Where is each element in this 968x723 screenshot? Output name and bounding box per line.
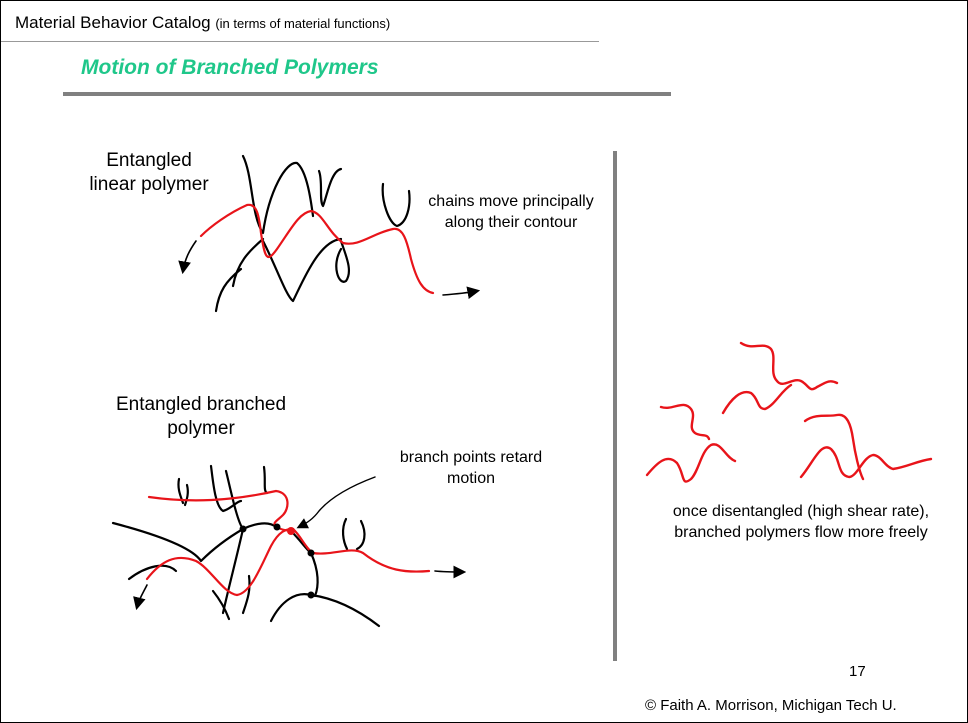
branched-red-chain (147, 529, 429, 595)
branch-pointer-line (299, 477, 375, 527)
branched-black-chain (291, 531, 318, 596)
branched-arrow-right (435, 571, 463, 572)
linear-black-chain (233, 239, 263, 286)
linear-black-chain (336, 241, 349, 282)
linear-black-chain (243, 156, 313, 233)
branched-black-chain (271, 594, 379, 626)
branch-point-dot (308, 592, 315, 599)
branched-polymer-label: Entangled branched polymer (81, 393, 321, 441)
linear-black-chain (263, 239, 341, 301)
linear-black-chain (383, 184, 410, 226)
free-polymer-top (741, 343, 837, 389)
linear-polymer-label: Entangled linear polymer (89, 149, 209, 197)
branch-point-dot (308, 550, 315, 557)
free-polymer-right-main (801, 447, 931, 477)
branched-black-chain (226, 471, 276, 529)
free-branched-polymers-figure (647, 343, 931, 482)
linear-black-chain (319, 169, 341, 206)
free-polymer-left (661, 405, 709, 439)
free-polymer-left-main (647, 444, 735, 481)
branched-black-chain (243, 576, 250, 613)
page-number: 17 (849, 663, 866, 680)
branch-point-dot (274, 524, 281, 531)
branch-point-dot (287, 527, 295, 535)
linear-polymer-figure (183, 156, 477, 311)
free-polymer-right (805, 415, 863, 479)
branched-black-chain (113, 523, 243, 561)
linear-polymer-note: chains move principally along their cont… (421, 191, 601, 233)
linear-arrow-left (183, 241, 196, 271)
free-polymer-top-branch (723, 385, 791, 413)
free-flow-note: once disentangled (high shear rate), bra… (661, 501, 941, 543)
branch-points-note: branch points retard motion (386, 447, 556, 489)
branched-black-chain (343, 519, 347, 549)
linear-arrow-right (443, 291, 477, 295)
copyright-notice: © Faith A. Morrison, Michigan Tech U. (645, 697, 897, 714)
linear-black-chain (216, 269, 241, 311)
branch-point-dot (240, 526, 247, 533)
branched-black-chain (357, 521, 364, 549)
branched-polymer-figure (113, 466, 463, 626)
linear-red-chain (201, 205, 433, 293)
branched-black-chain (223, 529, 243, 613)
branched-black-chain (185, 485, 188, 505)
branched-black-chain (264, 467, 267, 493)
branched-arrow-left (137, 585, 147, 607)
